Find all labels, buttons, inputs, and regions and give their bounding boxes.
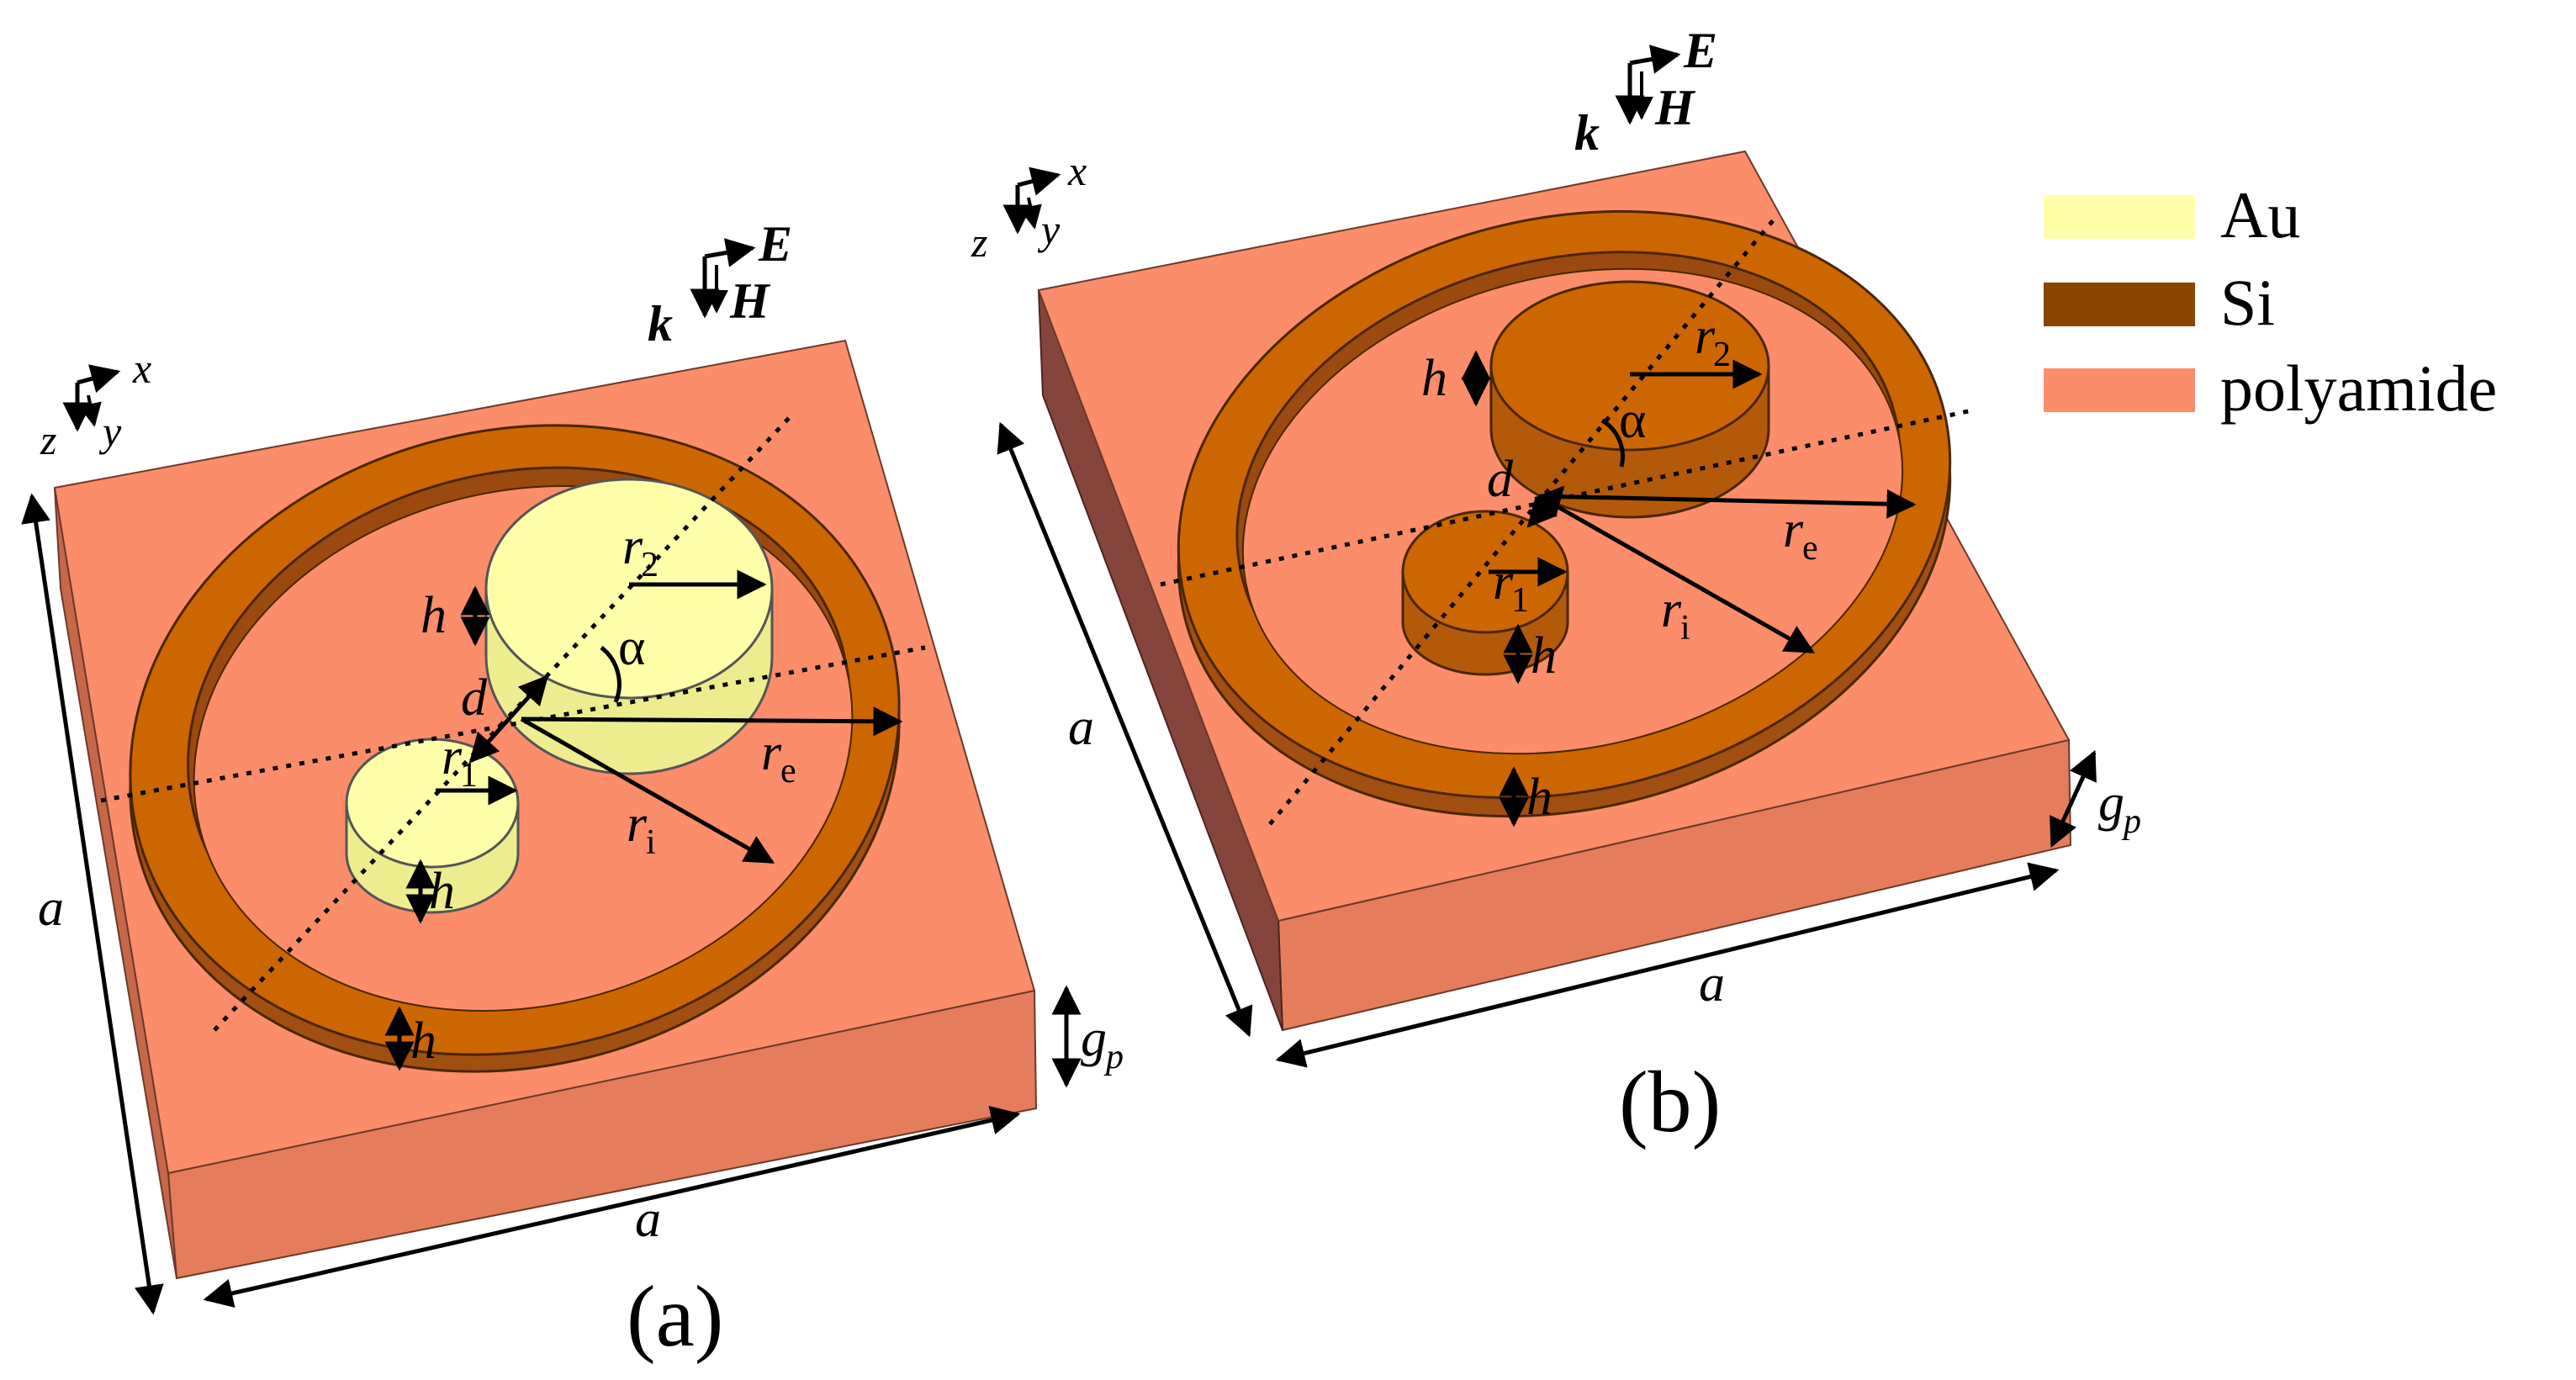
panel-b-side-bottom-arrow — [1275, 862, 2060, 1068]
panel-a-side-bottom-arrow — [203, 1105, 1021, 1309]
panel-a-field-e: E — [758, 216, 792, 272]
panel-b-label-alpha: α — [1619, 392, 1646, 449]
panel-a-label-side-bottom: a — [635, 1191, 661, 1248]
panel-b-label-gap: g — [2098, 775, 2124, 832]
panel-b-field-triad: E H k — [1574, 23, 1717, 161]
panel-b-label-ri: r — [1661, 581, 1682, 638]
panel-a-label-side-left: a — [38, 880, 64, 937]
panel-b-label-h-large: h — [1421, 350, 1447, 407]
panel-a-label-r2-sub: 2 — [641, 546, 659, 584]
panel-a-alpha-arc — [600, 646, 622, 703]
legend-label-polyamide: polyamide — [2220, 352, 2497, 425]
panel-b-guide-horizontal — [1160, 408, 1973, 587]
panel-a-label-ri-sub: i — [646, 823, 656, 862]
panel-a-label-r1: r — [442, 728, 463, 785]
panel-b-label-r1-sub: 1 — [1511, 581, 1529, 620]
panel-b-alpha-arc — [1600, 418, 1625, 468]
panel-b-axis-z: z — [971, 219, 987, 266]
panel-b-gap-arrow — [2050, 749, 2097, 849]
panel-b-axis-x: x — [1067, 147, 1087, 194]
panel-b-field-k: k — [1574, 105, 1600, 161]
panel-a-axis-y: y — [98, 408, 122, 455]
panel-b-axis-y: y — [1037, 206, 1061, 253]
panel-a-caption: (a) — [627, 1268, 723, 1365]
panel-b-label-ri-sub: i — [1680, 609, 1690, 648]
panel-b-label-d: d — [1487, 451, 1514, 508]
panel-b-guide-diagonal — [1268, 217, 1776, 826]
panel-b-label-re: r — [1783, 501, 1804, 558]
panel-b-label-side-bottom: a — [1699, 955, 1725, 1013]
panel-b-label-r2-sub: 2 — [1713, 336, 1731, 374]
panel-a-axis-triad: x y z — [40, 345, 151, 463]
panel-b-axis-triad: x y z — [971, 147, 1087, 266]
panel-a-label-gap-sub: p — [1103, 1038, 1124, 1076]
panel-a-label-d: d — [461, 669, 488, 727]
panel-b: x y z E H k h h h r 2 r 1 r e r i d α g … — [971, 23, 2141, 1150]
panel-a-d-arrow — [468, 674, 549, 764]
legend-swatch-si — [2044, 283, 2195, 326]
panel-a-field-h: H — [729, 273, 771, 329]
panel-b-ri-arrow — [1537, 494, 1816, 654]
panel-a-label-h-ring: h — [410, 1013, 436, 1070]
panel-b-label-gap-sub: p — [2121, 802, 2141, 841]
panel-b-re-arrow — [1538, 489, 1917, 519]
panel-b-label-side-left: a — [1068, 699, 1094, 756]
panel-b-field-h: H — [1654, 80, 1696, 135]
panel-a-label-r2: r — [622, 518, 643, 575]
panel-b-label-h-ring: h — [1526, 769, 1552, 826]
panel-a-re-arrow — [521, 706, 903, 737]
panel-b-d-arrow — [1526, 485, 1565, 528]
panel-b-side-left-arrow — [997, 421, 1253, 1038]
panel-a: x y z E H k h h h r 2 r 1 r e r i d α g … — [21, 216, 1124, 1365]
panel-b-label-r1: r — [1493, 553, 1514, 611]
legend: Au Si polyamide — [2044, 178, 2497, 425]
legend-label-au: Au — [2220, 178, 2300, 251]
panel-a-small-disk-top — [345, 738, 520, 869]
panel-b-small-disk-top — [1401, 510, 1569, 634]
panel-a-label-re: r — [761, 724, 782, 781]
panel-a-label-gap: g — [1081, 1010, 1107, 1067]
panel-b-caption: (b) — [1619, 1054, 1721, 1150]
panel-a-label-ri: r — [627, 796, 648, 853]
panel-a-label-alpha: α — [618, 619, 645, 676]
panel-a-field-k: k — [648, 296, 673, 352]
legend-swatch-au — [2044, 195, 2195, 239]
panel-a-field-triad: E H k — [648, 216, 792, 352]
panel-a-label-h-large: h — [421, 587, 447, 644]
panel-a-label-h-small: h — [429, 863, 455, 920]
panel-b-label-re-sub: e — [1802, 529, 1818, 568]
panel-a-axis-x: x — [132, 345, 151, 392]
panel-b-large-disk-top — [1489, 280, 1770, 452]
panel-a-ri-arrow — [520, 716, 775, 864]
panel-a-label-r1-sub: 1 — [460, 756, 478, 795]
panel-a-axis-z: z — [40, 416, 56, 463]
panel-b-field-e: E — [1683, 23, 1717, 78]
legend-label-si: Si — [2220, 266, 2275, 339]
panel-a-side-left-arrow — [21, 493, 164, 1315]
legend-swatch-polyamide — [2044, 368, 2195, 412]
panel-b-label-r2: r — [1695, 308, 1716, 365]
panel-b-label-h-small: h — [1531, 627, 1557, 685]
panel-a-label-re-sub: e — [780, 752, 796, 790]
